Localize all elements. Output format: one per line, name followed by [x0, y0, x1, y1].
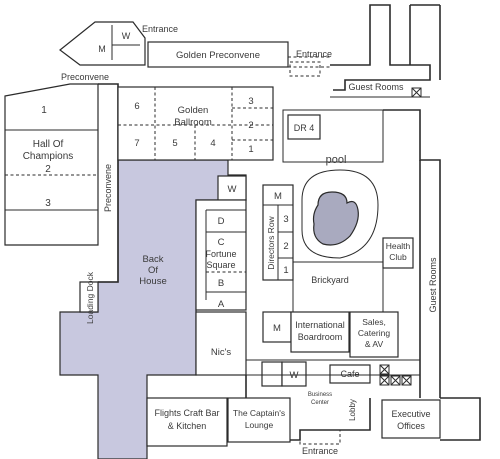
cafe-label: Cafe	[340, 369, 359, 379]
executive-offices[interactable]	[381, 399, 441, 439]
fortune-section-d: D	[218, 216, 225, 227]
ballroom-section-5: 5	[172, 138, 177, 149]
ballroom-title-line2: Ballroom	[174, 117, 212, 128]
back-of-house-line1: Back	[142, 254, 163, 265]
restroom-low-left	[261, 361, 283, 387]
restroom-w-top: W	[122, 31, 131, 41]
pool-water	[312, 191, 359, 246]
preconvene-top-label: Preconvene	[61, 72, 109, 82]
ballroom-section-3: 3	[248, 96, 253, 107]
ballroom-section-7: 7	[134, 138, 139, 149]
dr4-room[interactable]	[287, 114, 321, 140]
ballroom-section-6: 6	[134, 101, 139, 112]
boardroom-line1: International	[295, 320, 345, 330]
entrance-top-label: Entrance	[142, 24, 178, 34]
nics-room[interactable]	[195, 311, 247, 376]
hoc-section-1: 1	[41, 105, 47, 116]
captains-line2: Lounge	[245, 420, 274, 430]
sales-line1: Sales,	[362, 317, 386, 327]
ballroom-title-line1: Golden	[178, 105, 209, 116]
flights-line2: & Kitchen	[168, 421, 207, 431]
cafe[interactable]	[329, 364, 371, 384]
entrance-bottom-label: Entrance	[302, 446, 338, 456]
sales-catering-av[interactable]	[349, 311, 399, 358]
golden-preconvene-label: Golden Preconvene	[176, 50, 260, 61]
fortune-section-c: C	[218, 237, 225, 248]
restroom-w-low	[281, 361, 307, 387]
boardroom-line2: Boardroom	[298, 332, 343, 342]
hall-of-champions[interactable]	[4, 83, 99, 246]
loading-dock	[79, 281, 99, 313]
hoc-section-3: 3	[45, 198, 51, 209]
golden-preconvene[interactable]	[147, 41, 289, 68]
utility-boxes	[379, 364, 412, 386]
business-center-line2: Center	[311, 400, 329, 406]
back-of-house-line2: Of	[148, 265, 158, 276]
brickyard-label: Brickyard	[311, 275, 349, 285]
executive-line1: Executive	[391, 409, 430, 419]
directors-row-2: 2	[283, 241, 288, 252]
hoc-title-line1: Hall Of	[33, 139, 64, 150]
captains-lounge[interactable]	[227, 397, 291, 443]
entrance-right-label: Entrance	[296, 49, 332, 59]
health-club[interactable]	[382, 237, 414, 269]
hoc-section-2: 2	[45, 164, 51, 175]
health-club-line2: Club	[389, 252, 407, 262]
ballroom-section-4: 4	[210, 138, 215, 149]
flights-line1: Flights Craft Bar	[154, 408, 219, 418]
back-of-house-line3: House	[139, 276, 166, 287]
lobby-label: Lobby	[348, 399, 357, 421]
directors-row-3: 3	[283, 214, 288, 225]
flights-craft-bar[interactable]	[146, 397, 228, 447]
business-center-line1: Business	[308, 392, 332, 398]
nics-label: Nic's	[211, 347, 232, 358]
hoc-title-line2: Champions	[23, 151, 74, 162]
health-club-line1: Health	[386, 241, 411, 251]
ballroom-section-2: 2	[248, 120, 253, 131]
captains-line1: The Captain's	[233, 408, 285, 418]
fortune-title-line2: Square	[206, 260, 235, 270]
restroom-m-top: M	[98, 44, 106, 54]
guest-rooms-top-label: Guest Rooms	[348, 82, 404, 92]
restroom-m-low-label: M	[273, 323, 281, 334]
preconvene-side-label: Preconvene	[103, 164, 113, 212]
restroom-w-mid-label: W	[228, 184, 237, 195]
fortune-title-line1: Fortune	[205, 249, 236, 259]
executive-line2: Offices	[397, 421, 425, 431]
dr4-label: DR 4	[294, 123, 315, 133]
directors-row-label: Directors Row	[266, 215, 276, 269]
ballroom-section-1: 1	[248, 144, 253, 155]
guest-rooms-side-label: Guest Rooms	[428, 257, 438, 313]
sales-line2: Catering	[358, 328, 390, 338]
pool-label: pool	[326, 154, 347, 166]
sales-line3: & AV	[365, 339, 384, 349]
restroom-block-top	[59, 21, 146, 66]
loading-dock-label: Loading Dock	[85, 271, 95, 324]
restroom-w-mid	[217, 175, 247, 201]
fortune-section-b: B	[218, 278, 224, 289]
fortune-section-a: A	[218, 299, 225, 310]
restroom-m-mid-label: M	[274, 191, 282, 202]
directors-row-1: 1	[283, 265, 288, 276]
international-boardroom[interactable]	[290, 311, 350, 353]
